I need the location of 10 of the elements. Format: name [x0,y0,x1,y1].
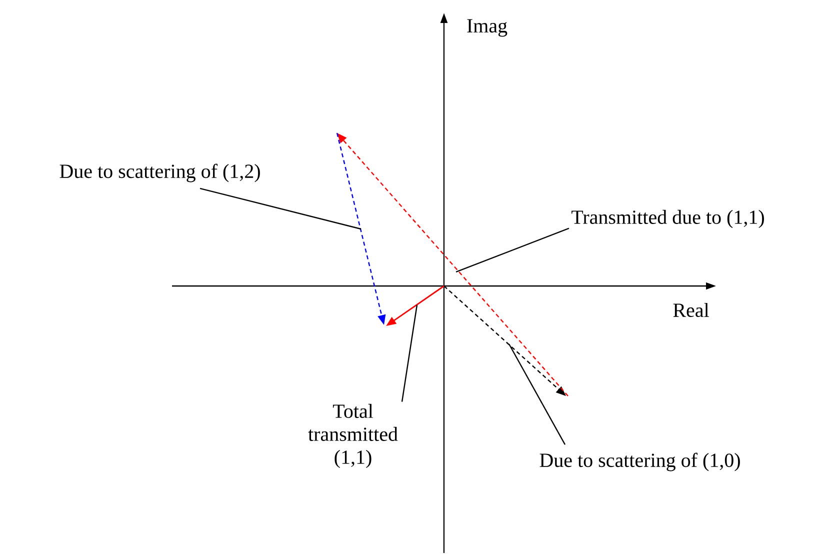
axis-label: Imag [467,19,508,37]
text-label: Due to scattering of (1,0) [540,452,740,472]
leader-line [456,228,570,273]
text-label: Transmitted due to (1,1) [572,210,764,228]
text-label: Due to scattering of (1,2) [60,164,260,182]
axis-label: Real [673,302,709,318]
leader-line [401,304,418,402]
text-label: Total transmitted (1,1) [308,404,398,468]
leader-line [200,188,362,230]
leader-line [508,344,566,445]
